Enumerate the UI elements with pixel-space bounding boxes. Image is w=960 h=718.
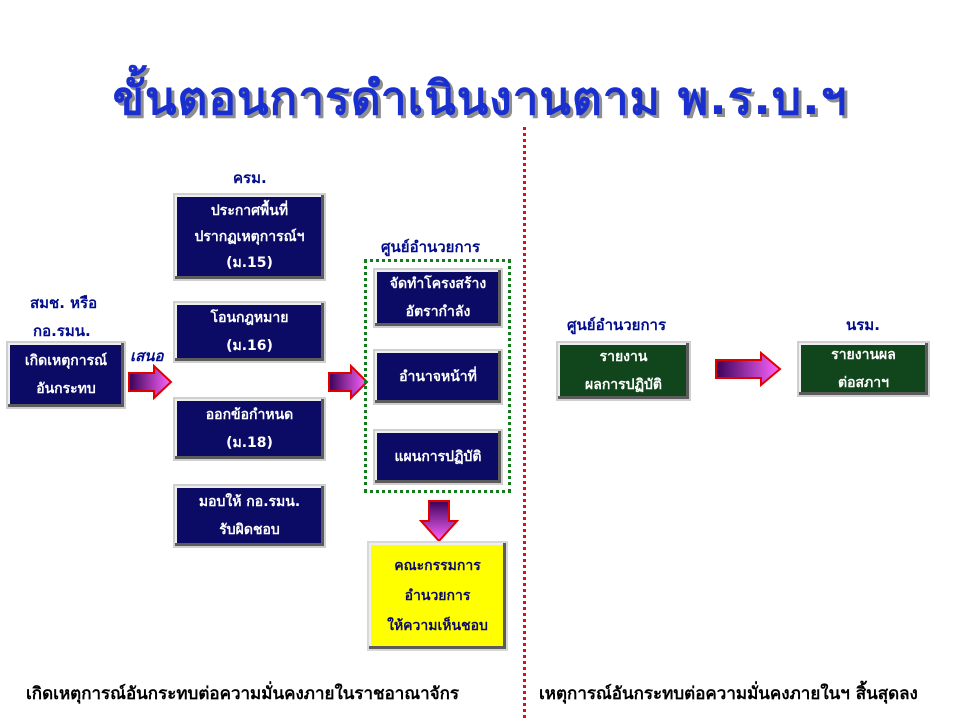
cabinet-box-text: รับผิดชอบ bbox=[219, 522, 280, 538]
cabinet-box-text: มอบให้ กอ.รมน. bbox=[198, 494, 301, 510]
cabinet-box-assign: มอบให้ กอ.รมน. รับผิดชอบ bbox=[173, 484, 326, 548]
footer-left-text: เกิดเหตุการณ์อันกระทบต่อความมั่นคงภายในร… bbox=[26, 684, 460, 704]
committee-box-text: ให้ความเห็นชอบ bbox=[387, 618, 488, 634]
committee-approval-box: คณะกรรมการ อำนวยการ ให้ความเห็นชอบ bbox=[367, 541, 508, 651]
command-box-operation-plan: แผนการปฏิบัติ bbox=[373, 429, 503, 485]
cabinet-box-text: ประกาศพื้นที่ bbox=[210, 203, 289, 219]
report-box-text: ผลการปฏิบัติ bbox=[585, 377, 662, 393]
parliament-box-text: รายงานผล bbox=[831, 347, 896, 363]
actor-label-line2: กอ.รมน. bbox=[33, 322, 91, 340]
cabinet-label: ครม. bbox=[233, 169, 267, 187]
report-box-text: รายงาน bbox=[599, 349, 648, 365]
cabinet-box-text: (ม.18) bbox=[226, 435, 273, 451]
command-box-text: อัตรากำลัง bbox=[405, 304, 471, 320]
actor-label-line1: สมช. หรือ bbox=[30, 294, 98, 312]
event-box-line2: อันกระทบ bbox=[36, 381, 96, 397]
cabinet-box-text: (ม.15) bbox=[226, 255, 273, 271]
divider-line bbox=[523, 127, 526, 718]
parliament-box-text: ต่อสภาฯ bbox=[838, 375, 889, 391]
right-center-label: ศูนย์อำนวยการ bbox=[567, 316, 667, 334]
arrow-right-icon bbox=[328, 364, 369, 400]
command-box-structure: จัดทำโครงสร้าง อัตรากำลัง bbox=[373, 268, 503, 328]
cabinet-box-transfer-law: โอนกฎหมาย (ม.16) bbox=[173, 301, 326, 363]
cabinet-box-announce-area: ประกาศพื้นที่ ปรากฏเหตุการณ์ฯ (ม.15) bbox=[173, 193, 326, 281]
arrow-right-icon bbox=[128, 364, 173, 400]
cabinet-box-text: โอนกฎหมาย bbox=[210, 310, 289, 326]
command-box-text: อำนาจหน้าที่ bbox=[399, 369, 477, 385]
committee-box-text: อำนวยการ bbox=[404, 588, 471, 604]
command-box-text: จัดทำโครงสร้าง bbox=[389, 276, 487, 292]
cabinet-box-text: ปรากฏเหตุการณ์ฯ bbox=[194, 229, 305, 245]
cabinet-box-issue-regulation: ออกข้อกำหนด (ม.18) bbox=[173, 397, 326, 461]
page-title: ขั้นตอนการดำเนินงานตาม พ.ร.บ.ฯ bbox=[112, 71, 848, 125]
command-center-label: ศูนย์อำนวยการ bbox=[381, 238, 481, 256]
pm-label: นรม. bbox=[846, 316, 880, 334]
parliament-report-box: รายงานผล ต่อสภาฯ bbox=[797, 341, 930, 397]
propose-label: เสนอ bbox=[130, 347, 164, 365]
committee-box-text: คณะกรรมการ bbox=[394, 558, 481, 574]
cabinet-box-text: (ม.16) bbox=[226, 338, 273, 354]
event-box-line1: เกิดเหตุการณ์ bbox=[24, 353, 108, 369]
command-box-text: แผนการปฏิบัติ bbox=[394, 449, 482, 465]
footer-right-text: เหตุการณ์อันกระทบต่อความมั่นคงภายในฯ สิ้… bbox=[539, 684, 918, 704]
report-results-box: รายงาน ผลการปฏิบัติ bbox=[556, 341, 691, 401]
arrow-right-icon bbox=[715, 351, 782, 387]
arrow-down-icon bbox=[419, 500, 459, 543]
command-center-group bbox=[364, 259, 511, 493]
cabinet-box-text: ออกข้อกำหนด bbox=[205, 407, 294, 423]
command-box-authority: อำนาจหน้าที่ bbox=[373, 349, 503, 405]
event-box: เกิดเหตุการณ์ อันกระทบ bbox=[6, 341, 126, 409]
